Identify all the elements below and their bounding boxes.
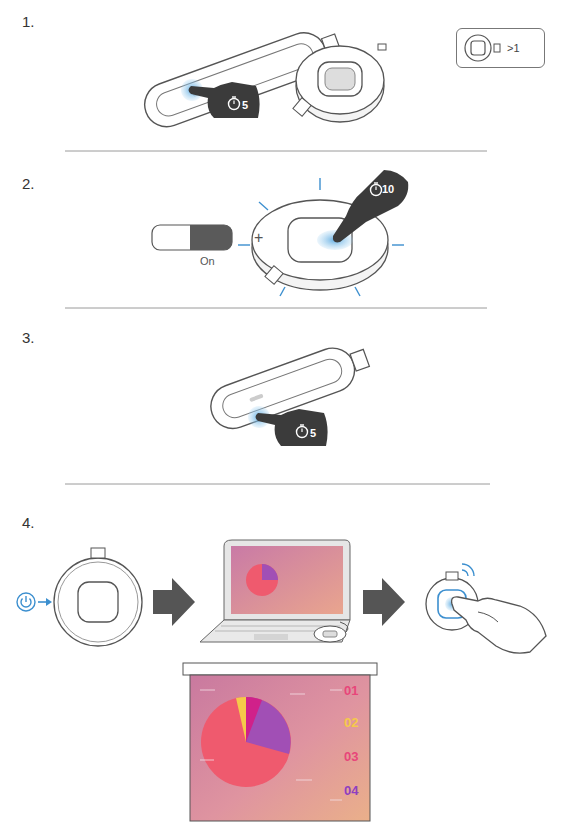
inset-box: >1 <box>456 28 545 68</box>
screen-number: 04 <box>344 784 358 797</box>
count-label: >1 <box>507 43 520 54</box>
laptop <box>200 540 350 642</box>
step-number: 4. <box>22 515 35 530</box>
step-arrow <box>363 578 405 626</box>
screen-number: 02 <box>344 716 358 729</box>
power-switch <box>152 225 232 250</box>
round-puck <box>54 548 142 646</box>
projection-screen <box>183 663 377 821</box>
pressing-hand <box>189 82 260 118</box>
power-icon <box>17 593 52 611</box>
step-number: 3. <box>22 330 35 345</box>
separator <box>65 151 490 484</box>
timer-seconds: 5 <box>310 428 316 439</box>
screen-number: 01 <box>344 684 358 697</box>
timer-seconds: 10 <box>382 184 394 195</box>
inset-icon <box>465 35 500 61</box>
step-arrow <box>153 578 195 626</box>
screen-number: 03 <box>344 750 358 763</box>
step-number: + <box>254 230 263 246</box>
step-number: 2. <box>22 176 35 191</box>
switch-label: On <box>200 256 215 267</box>
pressing-hand <box>452 597 546 653</box>
pressing-hand <box>256 409 328 446</box>
round-puck <box>293 44 386 122</box>
pressing-hand <box>333 170 408 242</box>
step-number: 1. <box>22 14 35 29</box>
timer-seconds: 5 <box>242 100 248 111</box>
